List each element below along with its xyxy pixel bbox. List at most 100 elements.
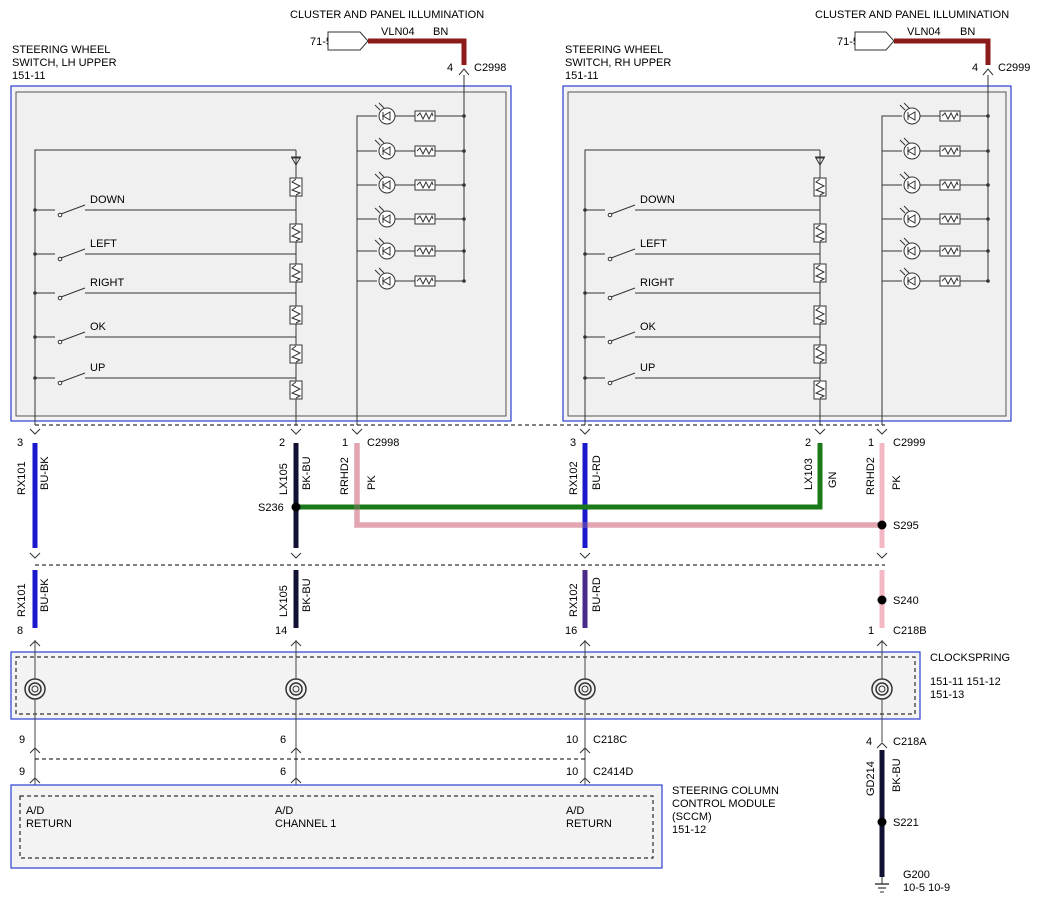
connector-c218c: C218C [593,734,627,746]
lh-illum-title: CLUSTER AND PANEL ILLUMINATION [290,9,484,21]
clockspring-contact-icon [574,678,596,700]
connector-chevron-icon [290,428,302,435]
lh-switch-icon [57,287,86,301]
clockspring-module [10,651,921,720]
rh-junction-dot [986,149,990,153]
lh-common-bus [34,149,296,425]
wire-lx103-green [296,443,823,510]
lh-switch-icon [57,248,86,262]
lh-led-resistor-icon [414,179,436,191]
lh-switch-icon [57,204,86,218]
splice-s240-icon [877,595,887,605]
rh-illum-connector: C2999 [998,62,1030,74]
lh-switch-label-left: LEFT [90,238,117,250]
lh-connector-c2998: C2998 [367,437,399,449]
pin-8: 8 [17,625,23,637]
sccm-pin1-line2: RETURN [26,818,72,830]
clockspring-inner [15,656,916,715]
lh-led-resistor-icon [414,213,436,225]
rh-led-icon [899,237,921,260]
rh-illum-color: BN [960,26,975,38]
lh-pin-3: 3 [17,437,23,449]
lh-led-resistor-icon [414,110,436,122]
label-burd-lower: BU-RD [591,577,603,612]
rh-connector-c2999: C2999 [893,437,925,449]
rh-switch-label-up: UP [640,362,655,374]
lh-switch-label-up: UP [90,362,105,374]
rh-switch-line2: SWITCH, RH UPPER [565,57,671,69]
rh-junction-dot [986,249,990,253]
label-lx103: LX103 [803,458,815,490]
rh-switch-line3: 151-11 [565,70,598,82]
label-rx101-upper: RX101 [16,461,28,495]
rh-led-icon [899,102,921,125]
rh-diode-icon [815,156,825,167]
label-rrhd2-rh: RRHD2 [865,457,877,495]
lh-junction-dot [33,208,37,212]
label-bkbu-upper: BK-BU [301,456,313,490]
c218c-pin-6: 6 [280,734,286,746]
connector-chevron-icon [29,428,41,435]
label-pk-rh: PK [891,475,903,490]
lh-junction-dot [462,149,466,153]
lh-junction-dot [33,291,37,295]
sccm-pin2-line2: CHANNEL 1 [275,818,336,830]
label-rrhd2-lh: RRHD2 [339,457,351,495]
rh-led-icon [899,205,921,228]
pin-c218b: 1 [868,625,874,637]
lh-junction-dot [462,114,466,118]
connector-chevron-icon [876,428,888,435]
lh-led-resistor-icon [414,245,436,257]
lh-illum-color: BN [433,26,448,38]
rh-pin-chevron-icon [982,68,994,76]
rh-ladder-resistor-icon [813,344,827,364]
sccm-pin2-line1: A/D [275,805,293,817]
rh-illum-title: CLUSTER AND PANEL ILLUMINATION [815,9,1009,21]
lh-ladder-resistor-icon [289,177,303,197]
lh-switch-line2: SWITCH, LH UPPER [12,57,117,69]
label-rx102-upper: RX102 [568,461,580,495]
ground-refs: 10-5 10-9 [903,882,950,894]
lower-wires [32,570,885,628]
upper-wire-labels: RX101 BU-BK LX105 BK-BU RRHD2 PK RX102 B… [16,455,903,495]
rh-switch-icon [607,372,636,386]
wire-rrhd2-lh-outline [354,443,882,528]
lh-led-icon [374,171,396,194]
rh-switch-pins: 3 2 1 C2999 [570,437,925,449]
splice-s295-label: S295 [893,520,919,532]
c2414d-pin-10: 10 [566,766,578,778]
pin-c218a: 4 [866,736,872,748]
rh-pin-2: 2 [805,437,811,449]
rh-ladder-resistor-icon [813,305,827,325]
rh-junction-dot [583,252,587,256]
upper-wires [32,443,885,548]
rh-switch-label-right: RIGHT [640,277,675,289]
lh-vln04-wire [368,38,467,65]
lh-pin-chevron-icon [458,68,470,76]
rh-switch-label-ok: OK [640,321,657,333]
sccm-pin3-line2: RETURN [566,818,612,830]
sccm-line4: 151-12 [672,824,706,836]
rh-junction-dot [583,291,587,295]
clockspring-ref2: 151-13 [930,689,964,701]
rh-junction-dot [583,335,587,339]
c218c-pin-10: 10 [566,734,578,746]
lh-switch-line1: STEERING WHEEL [12,44,110,56]
lh-led-resistor-icon [414,145,436,157]
label-bubk-lower: BU-BK [39,578,51,612]
label-gn: GN [827,471,839,488]
lh-junction-dot [462,249,466,253]
ground-icon [875,877,889,893]
pin-16: 16 [565,625,577,637]
lh-led-return [356,115,377,425]
rh-ladder-resistor-icon [813,263,827,283]
lh-switch-icon [57,331,86,345]
rh-illum-ref: 71-5 [837,36,859,48]
connector-chevron-icon [579,552,591,559]
splice-s221-label: S221 [893,817,919,829]
connector-chevron-icon [290,552,302,559]
pin-14: 14 [275,625,287,637]
rh-illum-pin: 4 [972,62,978,74]
